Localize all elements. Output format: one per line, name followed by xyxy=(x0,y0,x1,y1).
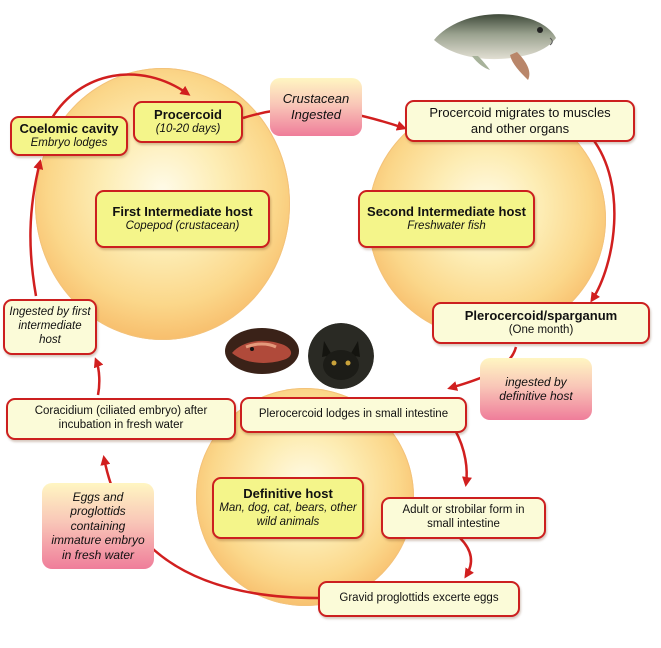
first-intermediate-host-box: First Intermediate host Copepod (crustac… xyxy=(95,190,270,248)
first-host-title: First Intermediate host xyxy=(112,204,253,220)
coracidium-line1: Coracidium (ciliated embryo) after xyxy=(34,405,208,418)
adult-line2: small intestine xyxy=(427,518,500,530)
arrow-ingested-to-coelomic xyxy=(29,159,44,297)
ingested-definitive-line2: definitive host xyxy=(499,389,573,403)
eggs-line4: immature embryo xyxy=(51,533,145,548)
first-host-subtitle: Copepod (crustacean) xyxy=(125,219,240,232)
arrow-coracidium-to-ingested xyxy=(93,357,104,396)
ingested-first-line1: Ingested by first xyxy=(9,306,91,319)
lodges-text: Plerocercoid lodges in small intestine xyxy=(258,408,449,421)
eggs-line1: Eggs and xyxy=(72,490,124,505)
eggs-line3: containing xyxy=(70,518,126,533)
definitive-host-title: Definitive host xyxy=(243,486,333,502)
ingested-first-line2: intermediate xyxy=(18,320,82,333)
adult-form-box: Adult or strobilar form in small intesti… xyxy=(381,497,546,539)
eggs-proglottids-label: Eggs and proglottids containing immature… xyxy=(42,483,154,569)
crustacean-ingested-label: Crustacean Ingested xyxy=(270,78,362,136)
procercoid-title: Procercoid xyxy=(154,107,222,123)
definitive-host-box: Definitive host Man, dog, cat, bears, ot… xyxy=(212,477,364,539)
adult-line1: Adult or strobilar form in xyxy=(402,504,525,517)
arrow-coelomic-to-procercoid xyxy=(50,73,191,119)
gravid-text: Gravid proglottids excerte eggs xyxy=(339,592,499,605)
second-host-title: Second Intermediate host xyxy=(367,204,526,220)
coelomic-cavity-box: Coelomic cavity Embryo lodges xyxy=(10,116,128,156)
plerocercoid-lodges-box: Plerocercoid lodges in small intestine xyxy=(240,397,467,433)
second-intermediate-host-box: Second Intermediate host Freshwater fish xyxy=(358,190,535,248)
crustacean-line1: Crustacean xyxy=(282,91,350,107)
fish-photo xyxy=(432,0,558,82)
plerocercoid-subtitle: (One month) xyxy=(508,323,574,336)
arrow-lodges-to-adult xyxy=(453,429,472,487)
procercoid-box: Procercoid (10-20 days) xyxy=(133,101,243,143)
coelomic-subtitle: Embryo lodges xyxy=(30,136,108,149)
eggs-line5: in fresh water xyxy=(61,547,134,562)
procercoid-subtitle: (10-20 days) xyxy=(155,122,221,135)
ingested-first-line3: host xyxy=(39,333,61,346)
plerocercoid-box: Plerocercoid/sparganum (One month) xyxy=(432,302,650,344)
cat-photo xyxy=(308,323,374,389)
arrow-second-outer xyxy=(590,137,616,303)
plerocercoid-title: Plerocercoid/sparganum xyxy=(464,308,618,324)
ingested-definitive-label: ingested by definitive host xyxy=(480,358,592,420)
crustacean-line2: Ingested xyxy=(291,107,341,122)
ingested-first-host-box: Ingested by first intermediate host xyxy=(3,299,97,355)
procercoid-migrates-box: Procercoid migrates to muscles and other… xyxy=(405,100,635,142)
definitive-host-subtitle-line1: Man, dog, cat, bears, other xyxy=(219,502,357,514)
second-host-subtitle: Freshwater fish xyxy=(407,219,486,232)
coracidium-line2: incubation in fresh water xyxy=(58,419,184,431)
definitive-host-subtitle-line2: wild animals xyxy=(256,515,320,528)
migrates-line1: Procercoid migrates to muscles xyxy=(429,105,611,121)
migrates-line2: and other organs xyxy=(470,121,570,136)
eggs-line2: proglottids xyxy=(70,504,126,519)
coracidium-box: Coracidium (ciliated embryo) after incub… xyxy=(6,398,236,440)
ingested-definitive-line1: ingested by xyxy=(505,374,567,389)
dog-photo xyxy=(224,327,300,375)
gravid-proglottids-box: Gravid proglottids excerte eggs xyxy=(318,581,520,617)
arrow-adult-to-gravid xyxy=(459,537,474,579)
coelomic-title: Coelomic cavity xyxy=(19,121,119,137)
